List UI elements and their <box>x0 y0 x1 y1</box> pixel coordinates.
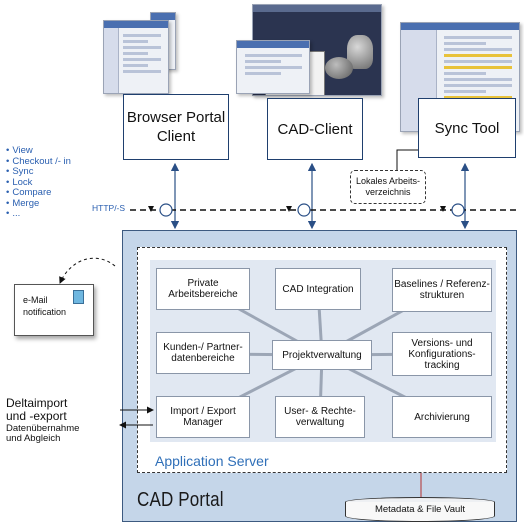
data-transfer-line1: Datenübernahme <box>6 423 80 434</box>
cad-client-label: CAD-Client <box>277 120 353 138</box>
module-project-management: Projektverwaltung <box>272 340 372 370</box>
browser-portal-client-box: Browser Portal Client <box>123 94 229 160</box>
browser-screenshot <box>103 20 169 94</box>
feature-item: Compare <box>6 187 71 199</box>
module-archiving: Archivierung <box>392 396 492 438</box>
email-label: e-Mail <box>23 295 48 305</box>
cad-screenshot <box>252 4 382 96</box>
module-baselines: Baselines / Referenz-strukturen <box>392 268 492 312</box>
module-version-tracking: Versions- und Konfigurations-tracking <box>392 332 492 376</box>
browser-portal-client-label: Browser Portal Client <box>126 109 226 145</box>
feature-item: Merge <box>6 198 71 210</box>
delta-line2: und -export <box>6 409 67 423</box>
delta-line1: Deltaimport <box>6 396 68 410</box>
local-directory-box: Lokales Arbeits-verzeichnis <box>350 170 426 204</box>
stamp-icon <box>73 290 84 304</box>
sync-tool-box: Sync Tool <box>418 98 516 158</box>
notification-label: notification <box>23 307 67 317</box>
feature-item: Lock <box>6 177 71 189</box>
feature-list: View Checkout /- in Sync Lock Compare Me… <box>6 145 71 220</box>
application-server-label: Application Server <box>155 453 269 469</box>
sync-tool-label: Sync Tool <box>434 119 500 137</box>
module-customer-partner-data: Kunden-/ Partner-datenbereiche <box>156 332 250 374</box>
module-private-workspaces: Private Arbeitsbereiche <box>156 268 250 310</box>
email-notification-card: e-Mail notification <box>14 284 94 336</box>
feature-item: ... <box>6 208 71 220</box>
module-import-export-manager: Import / Export Manager <box>156 396 250 438</box>
feature-item: Sync <box>6 166 71 178</box>
module-cad-integration: CAD Integration <box>275 268 361 310</box>
module-user-rights: User- & Rechte-verwaltung <box>275 396 365 438</box>
cad-client-box: CAD-Client <box>267 98 363 160</box>
protocol-label: HTTP/-S <box>92 203 126 213</box>
cad-screenshot-window <box>236 40 310 94</box>
data-transfer-line2: und Abgleich <box>6 433 61 444</box>
cad-portal-label: CAD Portal <box>137 489 224 511</box>
data-transfer-label: Datenübernahme und Abgleich <box>6 424 79 444</box>
feature-item: View <box>6 145 71 157</box>
feature-item: Checkout /- in <box>6 156 71 168</box>
metadata-file-vault: Metadata & File Vault <box>345 502 495 522</box>
delta-import-export-label: Deltaimport und -export <box>6 397 67 423</box>
